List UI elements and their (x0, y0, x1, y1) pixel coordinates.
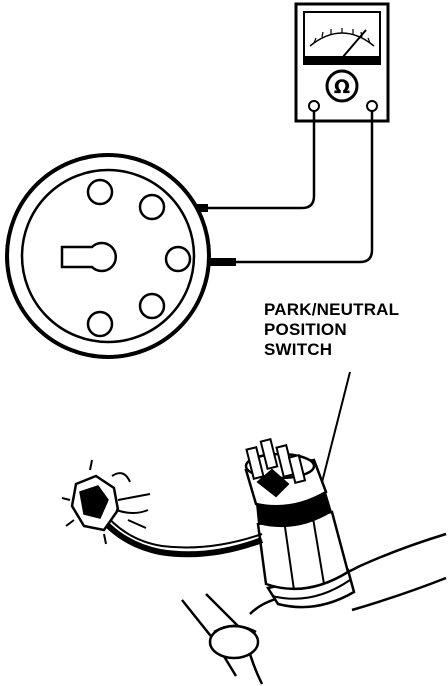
callout-line-2: POSITION (264, 320, 347, 339)
meter-terminal-right (366, 100, 378, 112)
callout-line-1: PARK/NEUTRAL (264, 300, 400, 319)
connector-terminal-3 (164, 245, 192, 273)
connector-terminal-4 (138, 292, 166, 320)
callout-line-3: SWITCH (264, 340, 333, 359)
connector-key-slot (60, 241, 118, 273)
probe-lower (204, 258, 236, 266)
test-lead-upper (206, 111, 316, 210)
transmission-housing (181, 532, 447, 685)
meter-selector-knob (325, 69, 359, 103)
ohmmeter: Ω (294, 2, 390, 123)
ohm-symbol: Ω (334, 76, 350, 98)
connector-terminal-5 (86, 310, 114, 338)
meter-needle (341, 29, 367, 59)
park-neutral-switch (244, 437, 356, 609)
connector-face (5, 153, 211, 359)
switch-terminals (245, 437, 307, 498)
test-leads (206, 111, 374, 264)
callout-label: PARK/NEUTRAL POSITION SWITCH (264, 300, 446, 360)
meter-scale-arc (309, 32, 375, 47)
meter-terminal-left (308, 100, 320, 112)
meter-dial-window (303, 11, 381, 65)
switch-wire-harness (61, 459, 264, 558)
connector-terminal-2 (138, 193, 166, 221)
connector-terminal-1 (86, 178, 114, 206)
test-lead-lower (232, 111, 374, 264)
